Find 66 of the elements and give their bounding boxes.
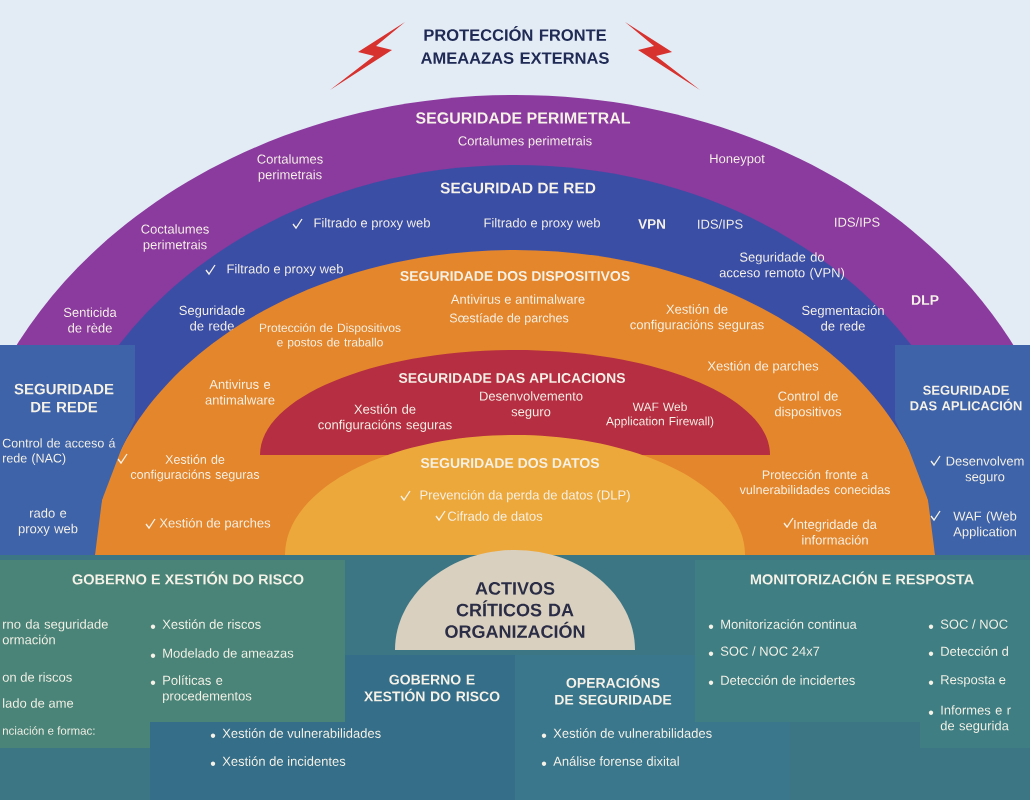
item-text: Integridade da información <box>794 519 877 545</box>
item-text: Cortalumes perimetrais <box>257 154 323 182</box>
list-item: Políticas e procedementos <box>150 675 252 704</box>
heading: SEGURIDADE DOS DISPOSITIVOS <box>400 271 630 281</box>
list-item: Detección de incidertes <box>708 675 855 685</box>
heading: ACTIVOS CRÍTICOS DA ORGANIZACIÓN <box>445 582 585 638</box>
list-item: Xestión de riscos <box>150 619 261 629</box>
heading: SEGURIDADE DAS APLICACIÓN <box>910 385 1022 411</box>
heading: SEGURIDADE DOS DATOS <box>420 458 600 468</box>
item-text: Segmentación de rede <box>802 305 884 331</box>
item-text: Senticida de rède <box>63 307 117 333</box>
item-text: Antivirus e antimalware <box>450 294 585 304</box>
item-text: Xestión de configuracións seguras <box>130 454 260 482</box>
item-text: Control de acceso á rede (NAC) <box>2 438 116 465</box>
list-item: SOC / NOC <box>928 619 1008 629</box>
item-text: Xestión de configuracións seguras <box>318 404 452 432</box>
list-item: Monitorización continua <box>708 619 857 629</box>
list-item: Análise forense dixital <box>541 756 679 766</box>
heading: GOBERNO E XESTIÓN DO RISCO <box>72 571 304 585</box>
item-text: Honeypot <box>710 154 765 166</box>
item-text: Xestión de configuracións seguras <box>630 304 764 332</box>
item-text: Filtrado e proxy web <box>314 217 430 231</box>
heading: MONITORIZACIÓN E RESPOSTA <box>750 571 974 585</box>
item-text: lado de ame <box>3 698 74 708</box>
item-text: on de riscos <box>2 672 72 682</box>
item-text: VPN <box>638 219 665 229</box>
item-text: Xestión de parches <box>707 360 819 374</box>
item-text: Protección fronte a vulnerabilidades conecidas <box>739 469 890 495</box>
item-text: Desenvolvemento seguro <box>480 391 583 419</box>
title-text: PROTECCIÓN FRONTE AMEAAZAS EXTERNAS <box>421 26 609 64</box>
item-text: DLP <box>911 295 939 305</box>
heading: SEGURIDADE DE REDE <box>14 383 114 413</box>
item-text: IDS/IPS <box>835 217 880 227</box>
item-text: Protección de Dispositivos e postos de traballo <box>259 323 401 349</box>
item-text: WAF (Web Application <box>953 511 1017 539</box>
list-item: Xestión de vulnerabilidades <box>210 728 381 738</box>
heading: GOBERNO E XESTIÓN DO RISCO <box>364 674 500 702</box>
item-text: Xestión de parches <box>159 517 271 531</box>
item-text: Filtrado e proxy web <box>484 217 600 231</box>
list-item: Xestión de vulnerabilidades <box>541 728 712 738</box>
list-item: Resposta e <box>928 675 1006 687</box>
item-text: Sœstíade de parches <box>449 313 569 325</box>
item-text: Seguridade do acceso remoto (VPN) <box>719 252 845 280</box>
list-item: Modelado de ameazas <box>150 648 294 658</box>
item-text: Control de dispositivos <box>774 391 842 419</box>
item-text: Prevención da perda de datos (DLP) <box>420 489 630 503</box>
item-text: Cortalumes perimetrais <box>458 135 592 149</box>
heading: SEGURIDADE PERIMETRAL <box>415 112 631 124</box>
item-text: Cifrado de datos <box>447 511 543 521</box>
item-text: rado e proxy web <box>18 508 78 536</box>
item-text: Coctalumes perimetrais <box>141 224 209 252</box>
list-item: SOC / NOC 24x7 <box>708 646 820 656</box>
list-item: Xestión de incidentes <box>210 756 346 766</box>
item-text: Desenvolvem seguro <box>946 456 1024 484</box>
item-text: Seguridade de rede <box>179 305 245 331</box>
heading: SEGURIDAD DE RED <box>440 182 596 194</box>
item-text: rno da seguridade ormación <box>2 619 108 645</box>
item-text: IDS/IPS <box>698 219 743 229</box>
heading: OPERACIÓNS DE SEGURIDADE <box>555 675 672 705</box>
item-text: Filtrado e proxy web <box>227 263 343 277</box>
heading: SEGURIDADE DAS APLICACIONS <box>398 373 625 383</box>
item-text: nciación e formac: <box>2 726 95 735</box>
list-item: Informes e r de segurida <box>928 705 1011 733</box>
list-item: Detección d <box>928 646 1008 656</box>
item-text: WAF Web Application Firewall) <box>606 402 714 428</box>
item-text: Antivirus e antimalware <box>205 379 275 405</box>
